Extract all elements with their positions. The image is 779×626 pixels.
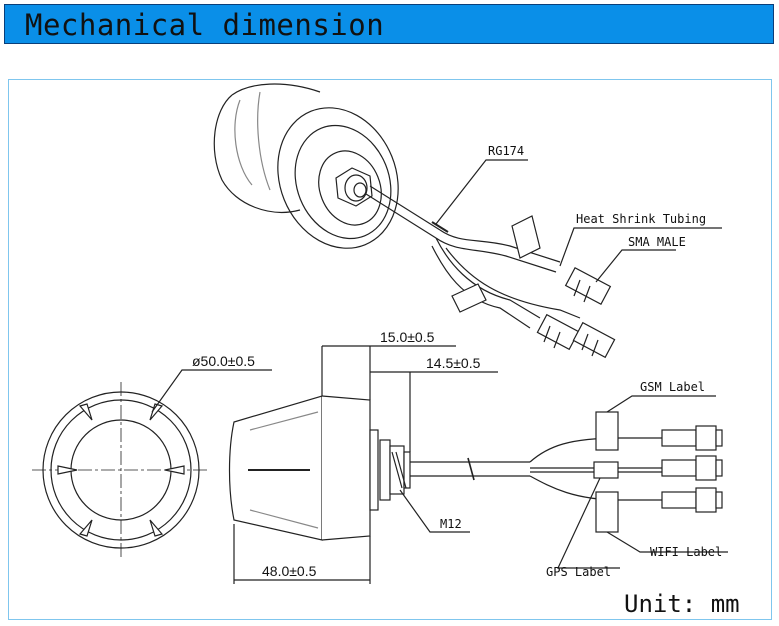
connector-label: SMA MALE <box>628 235 686 249</box>
length-a-dimension: 15.0±0.5 <box>380 329 435 345</box>
cable-label: RG174 <box>488 144 524 158</box>
unit-label: Unit: mm <box>624 590 740 618</box>
isometric-view <box>213 83 722 359</box>
diameter-dimension: ø50.0±0.5 <box>192 353 255 369</box>
thread-label: M12 <box>440 517 462 531</box>
gps-label: GPS Label <box>546 565 611 579</box>
section-header: Mechanical dimension <box>4 4 774 44</box>
front-view <box>32 369 272 558</box>
wifi-label: WIFI Label <box>650 545 722 559</box>
gsm-label: GSM Label <box>640 380 705 394</box>
heat-shrink-label: Heat Shrink Tubing <box>576 212 706 226</box>
body-length-dimension: 48.0±0.5 <box>262 563 317 579</box>
drawing-frame <box>8 79 772 620</box>
side-view <box>228 345 728 584</box>
section-title: Mechanical dimension <box>25 8 385 42</box>
length-b-dimension: 14.5±0.5 <box>426 355 481 371</box>
